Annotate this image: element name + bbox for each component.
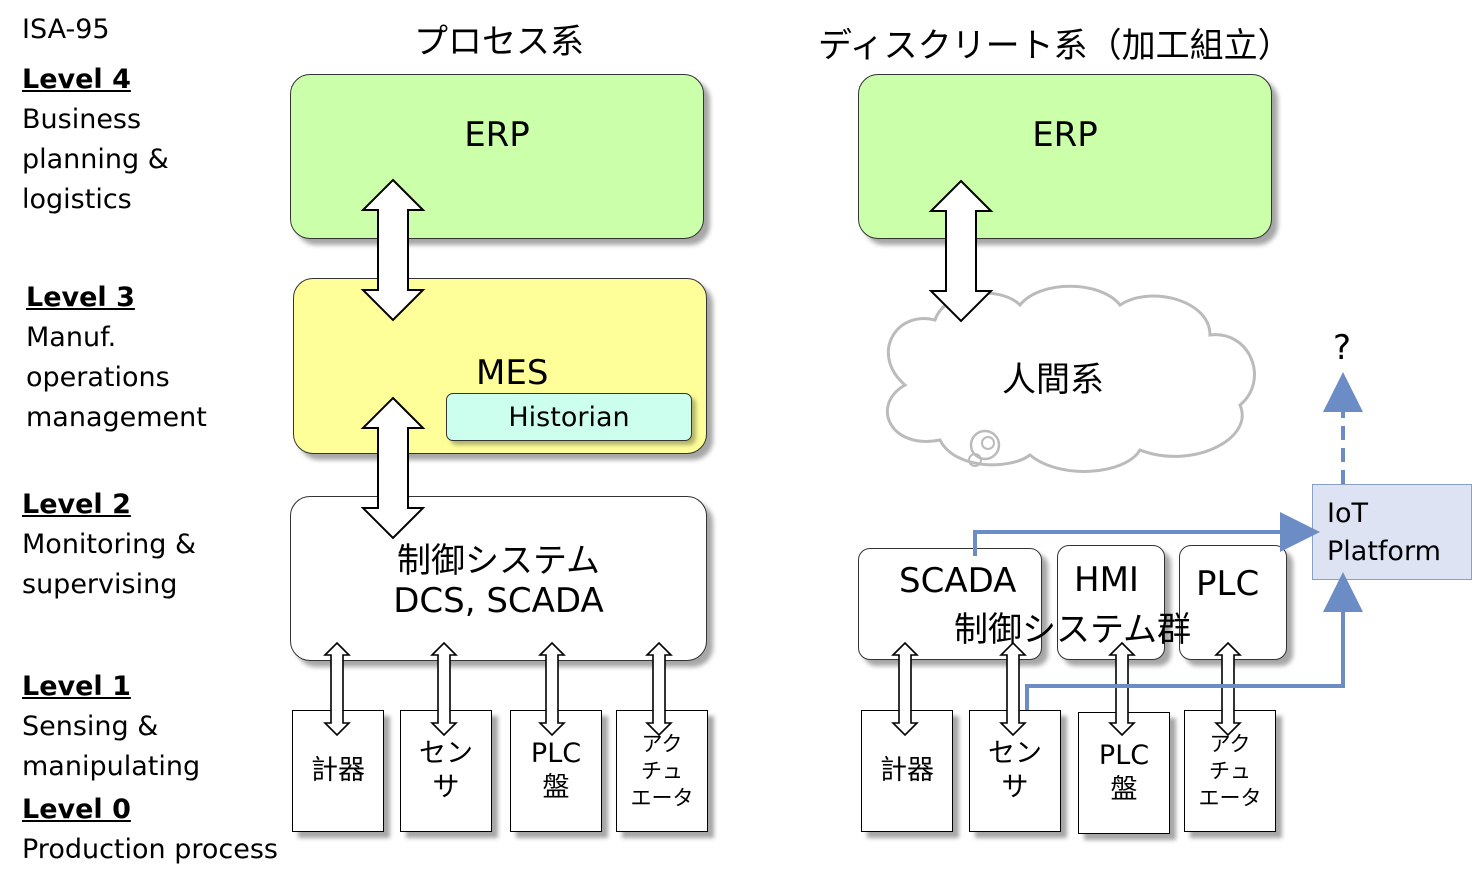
device-label-line-0: セン <box>988 738 1042 769</box>
level-3-desc-2: operations <box>26 362 170 393</box>
device-label: 計器 <box>311 754 365 788</box>
device-label-line-0: 計器 <box>880 755 934 786</box>
device-label: センサ <box>419 737 473 805</box>
device-label-line-1: サ <box>1001 772 1029 803</box>
scada-label: SCADA <box>899 561 1017 601</box>
mes-control-double-arrow <box>360 396 426 540</box>
device-label: センサ <box>988 737 1042 805</box>
device-label-line-1: チュ <box>1209 758 1251 783</box>
level-3-desc-1: Manuf. <box>26 322 117 353</box>
device-label-line-2: エータ <box>630 785 694 810</box>
device-label-line-0: PLC <box>1098 740 1150 771</box>
process-control-label: 制御システム DCS, SCADA <box>291 541 706 621</box>
plc-label: PLC <box>1196 564 1260 604</box>
process-arrow-sensor <box>430 641 458 737</box>
level-1-desc-1: Sensing & <box>22 711 159 742</box>
level-4-desc-3: logistics <box>22 184 132 215</box>
level-1: Level 1 Sensing & manipulating <box>22 667 200 787</box>
level-1-desc-2: manipulating <box>22 751 201 782</box>
process-erp-label: ERP <box>464 115 530 155</box>
device-label: アクチュエータ <box>631 731 694 812</box>
hmi-box: HMI <box>1057 545 1165 660</box>
erp-human-double-arrow <box>928 179 994 323</box>
human-system-label: 人間系 <box>1002 360 1104 400</box>
process-arrow-plc <box>538 641 566 737</box>
standard-label: ISA-95 <box>22 14 110 45</box>
device-label-line-0: アク <box>1209 731 1251 756</box>
device-label-line-0: 計器 <box>311 755 365 786</box>
level-2-desc-2: supervising <box>22 569 178 600</box>
historian-box: Historian <box>446 393 692 441</box>
device-label: 計器 <box>880 754 934 788</box>
level-4-desc-1: Business <box>22 104 142 135</box>
control-system-group-label: 制御システム群 <box>954 610 1191 650</box>
level-0: Level 0 Production process <box>22 790 278 870</box>
unknown-target-label: ? <box>1333 328 1352 368</box>
level-0-desc-1: Production process <box>22 834 278 865</box>
device-label-line-1: チュ <box>641 758 683 783</box>
device-label-line-0: アク <box>641 731 683 756</box>
plc-box: PLC <box>1179 545 1287 660</box>
device-label-line-0: セン <box>419 738 473 769</box>
scada-to-iot-link <box>973 512 1320 556</box>
level-3-title: Level 3 <box>26 282 135 313</box>
level-1-title: Level 1 <box>22 671 131 702</box>
level-4-title: Level 4 <box>22 64 131 95</box>
process-control-line1: 制御システム <box>397 541 600 581</box>
process-control-box: 制御システム DCS, SCADA <box>290 496 707 661</box>
level-2-title: Level 2 <box>22 489 131 520</box>
iot-label-line1: IoT <box>1327 498 1368 529</box>
sensor-to-iot-link <box>1025 572 1363 710</box>
level-4-desc-2: planning & <box>22 144 169 175</box>
device-label-line-1: 盤 <box>542 772 570 803</box>
iot-platform-box: IoT Platform <box>1312 484 1472 580</box>
level-4: Level 4 Business planning & logistics <box>22 60 169 220</box>
erp-mes-double-arrow <box>360 178 426 322</box>
device-label-line-0: PLC <box>530 738 582 769</box>
discrete-arrow-gauge <box>891 641 919 737</box>
discrete-arrow-plc <box>1108 641 1136 737</box>
discrete-column-title: ディスクリート系（加工組立） <box>818 26 1292 66</box>
discrete-arrow-actuator <box>1214 641 1242 737</box>
device-label-line-1: 盤 <box>1110 774 1138 805</box>
device-label-line-1: サ <box>432 772 460 803</box>
process-arrow-actuator <box>645 641 673 737</box>
level-3: Level 3 Manuf. operations management <box>26 278 207 438</box>
discrete-device-gauge: 計器 <box>861 710 953 832</box>
discrete-erp-box: ERP <box>858 74 1272 239</box>
level-0-title: Level 0 <box>22 794 131 825</box>
level-2-desc-1: Monitoring & <box>22 529 197 560</box>
scada-box: SCADA <box>858 548 1042 660</box>
device-label: アクチュエータ <box>1199 731 1262 812</box>
discrete-arrow-sensor <box>999 641 1027 737</box>
iot-label-line2: Platform <box>1327 536 1441 567</box>
discrete-erp-label: ERP <box>1032 115 1098 155</box>
process-erp-box: ERP <box>290 74 704 239</box>
process-column-title: プロセス系 <box>414 22 584 62</box>
human-system-cloud <box>885 284 1256 473</box>
process-arrow-gauge <box>323 641 351 737</box>
device-label-line-2: エータ <box>1198 785 1262 810</box>
hmi-label: HMI <box>1074 560 1139 600</box>
level-2: Level 2 Monitoring & supervising <box>22 485 196 605</box>
process-control-line2: DCS, SCADA <box>393 581 604 621</box>
process-mes-label: MES <box>476 353 549 393</box>
level-3-desc-3: management <box>26 402 207 433</box>
